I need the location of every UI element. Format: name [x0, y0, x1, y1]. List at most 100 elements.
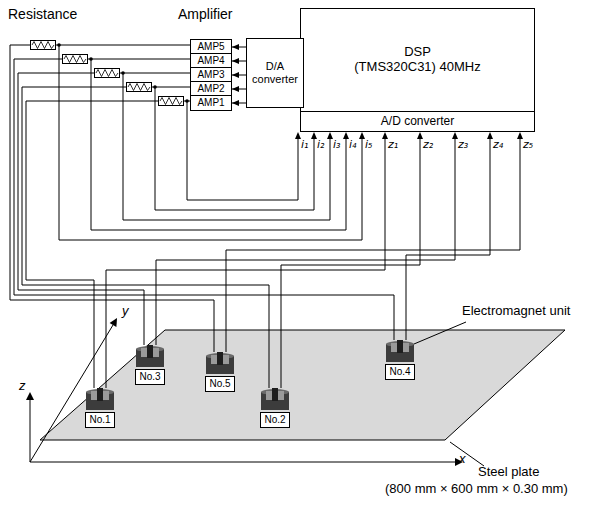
- electromagnet-unit: [136, 345, 164, 367]
- signal-name: i₁: [301, 139, 308, 152]
- unit-number-label: No.2: [260, 412, 290, 428]
- resistor-symbol: [63, 55, 88, 64]
- signal-arrowhead: [295, 132, 301, 139]
- converter-block: D/A converter: [246, 38, 304, 108]
- node-title: A/D converter: [381, 115, 454, 129]
- unit-number-label: No.3: [135, 369, 165, 385]
- resistor-symbol: [159, 97, 184, 106]
- converter-band: A/D converter: [301, 111, 534, 131]
- text-holder: AMP3: [191, 68, 231, 82]
- signal-name: i₃: [333, 139, 340, 152]
- node-title: AMP4: [197, 55, 224, 67]
- node-title: No.3: [139, 371, 160, 383]
- gap-signal-wire: [106, 139, 385, 388]
- node-title: No.4: [389, 366, 410, 378]
- signal-arrowhead: [487, 132, 493, 139]
- gap-signal-wire: [226, 139, 520, 352]
- text-holder: DSP(TMS320C31) 40MHz: [301, 9, 534, 111]
- electromagnet-unit: [261, 388, 289, 410]
- text-holder: No.2: [261, 413, 289, 427]
- electromagnet-unit: [86, 388, 114, 410]
- z-axis: [30, 400, 31, 462]
- leader-line: [414, 322, 466, 344]
- axis-label: z: [19, 379, 26, 394]
- signal-arrowhead: [343, 132, 349, 139]
- coil-wire: [26, 101, 158, 388]
- electromagnet-unit: [206, 352, 234, 374]
- signal-arrowhead: [382, 132, 388, 139]
- coil-wire: [18, 73, 144, 345]
- signal-name: i₂: [317, 139, 324, 152]
- node-title: No.2: [264, 414, 285, 426]
- text-holder: AMP5: [191, 40, 231, 54]
- signal-arrowhead: [517, 132, 523, 139]
- junction-dot: [89, 57, 93, 61]
- wire: [88, 59, 190, 60]
- text-holder: AMP1: [191, 96, 231, 110]
- signal-arrowhead: [417, 132, 423, 139]
- text-holder: No.3: [136, 370, 164, 384]
- unit-number-label: No.4: [385, 364, 415, 380]
- node-title: AMP3: [197, 69, 224, 81]
- wire: [152, 87, 190, 88]
- unit-number-label: No.1: [85, 412, 115, 428]
- signal-name: z₅: [523, 139, 533, 152]
- axis-label: x: [459, 452, 466, 467]
- text-holder: A/D converter: [301, 112, 534, 131]
- node-title: AMP1: [197, 97, 224, 109]
- text-holder: No.4: [386, 365, 414, 379]
- signal-name: i₅: [365, 139, 372, 152]
- dsp-block: DSP(TMS320C31) 40MHzA/D converter: [300, 8, 535, 132]
- wire: [56, 45, 190, 46]
- gap-signal-wire: [156, 139, 455, 345]
- axis-label: y: [122, 304, 129, 319]
- callout-label: Electromagnet unit: [462, 304, 570, 319]
- axis-arrowhead: [110, 318, 117, 327]
- junction-dot: [57, 43, 61, 47]
- resistor-symbol: [127, 83, 152, 92]
- arrowhead: [232, 44, 239, 50]
- junction-dot: [185, 99, 189, 103]
- wire: [120, 73, 190, 74]
- text-holder: AMP4: [191, 54, 231, 68]
- node-title: AMP2: [197, 83, 224, 95]
- node-title: No.5: [209, 378, 230, 390]
- electromagnet-unit: [386, 340, 414, 362]
- signal-name: z₁: [388, 139, 398, 152]
- signal-arrowhead: [359, 132, 365, 139]
- signal-arrowhead: [327, 132, 333, 139]
- resistor-symbol: [31, 41, 56, 50]
- signal-name: z₄: [493, 139, 503, 152]
- text-holder: No.1: [86, 413, 114, 427]
- node-text: (TMS320C31) 40MHz: [354, 60, 480, 75]
- node-title: DSP: [404, 45, 431, 60]
- resistor-symbol: [95, 69, 120, 78]
- axis-arrowhead: [26, 392, 34, 400]
- text-holder: AMP2: [191, 82, 231, 96]
- signal-name: z₃: [458, 139, 468, 152]
- junction-dot: [121, 71, 125, 75]
- arrowhead: [232, 72, 239, 78]
- leader-line: [450, 442, 484, 466]
- node-title: AMP5: [197, 41, 224, 53]
- node-title: No.1: [89, 414, 110, 426]
- signal-arrowhead: [452, 132, 458, 139]
- signal-arrowhead: [311, 132, 317, 139]
- arrowhead: [232, 100, 239, 106]
- x-axis: [30, 462, 455, 463]
- signal-name: i₄: [349, 139, 356, 152]
- callout-label: Steel plate: [478, 465, 539, 480]
- group-label: Amplifier: [178, 6, 232, 22]
- steel-plate: [40, 330, 565, 440]
- current-signal-wire: [187, 101, 298, 200]
- group-label: Resistance: [8, 6, 77, 22]
- node-title: D/A converter: [250, 60, 300, 85]
- amplifier-block: AMP1: [190, 95, 232, 111]
- y-axis: [30, 325, 113, 462]
- gap-signal-wire: [281, 139, 420, 388]
- coil-wire: [10, 45, 214, 352]
- dimension-label: (800 mm × 600 mm × 0.30 mm): [385, 482, 568, 497]
- arrowhead: [232, 58, 239, 64]
